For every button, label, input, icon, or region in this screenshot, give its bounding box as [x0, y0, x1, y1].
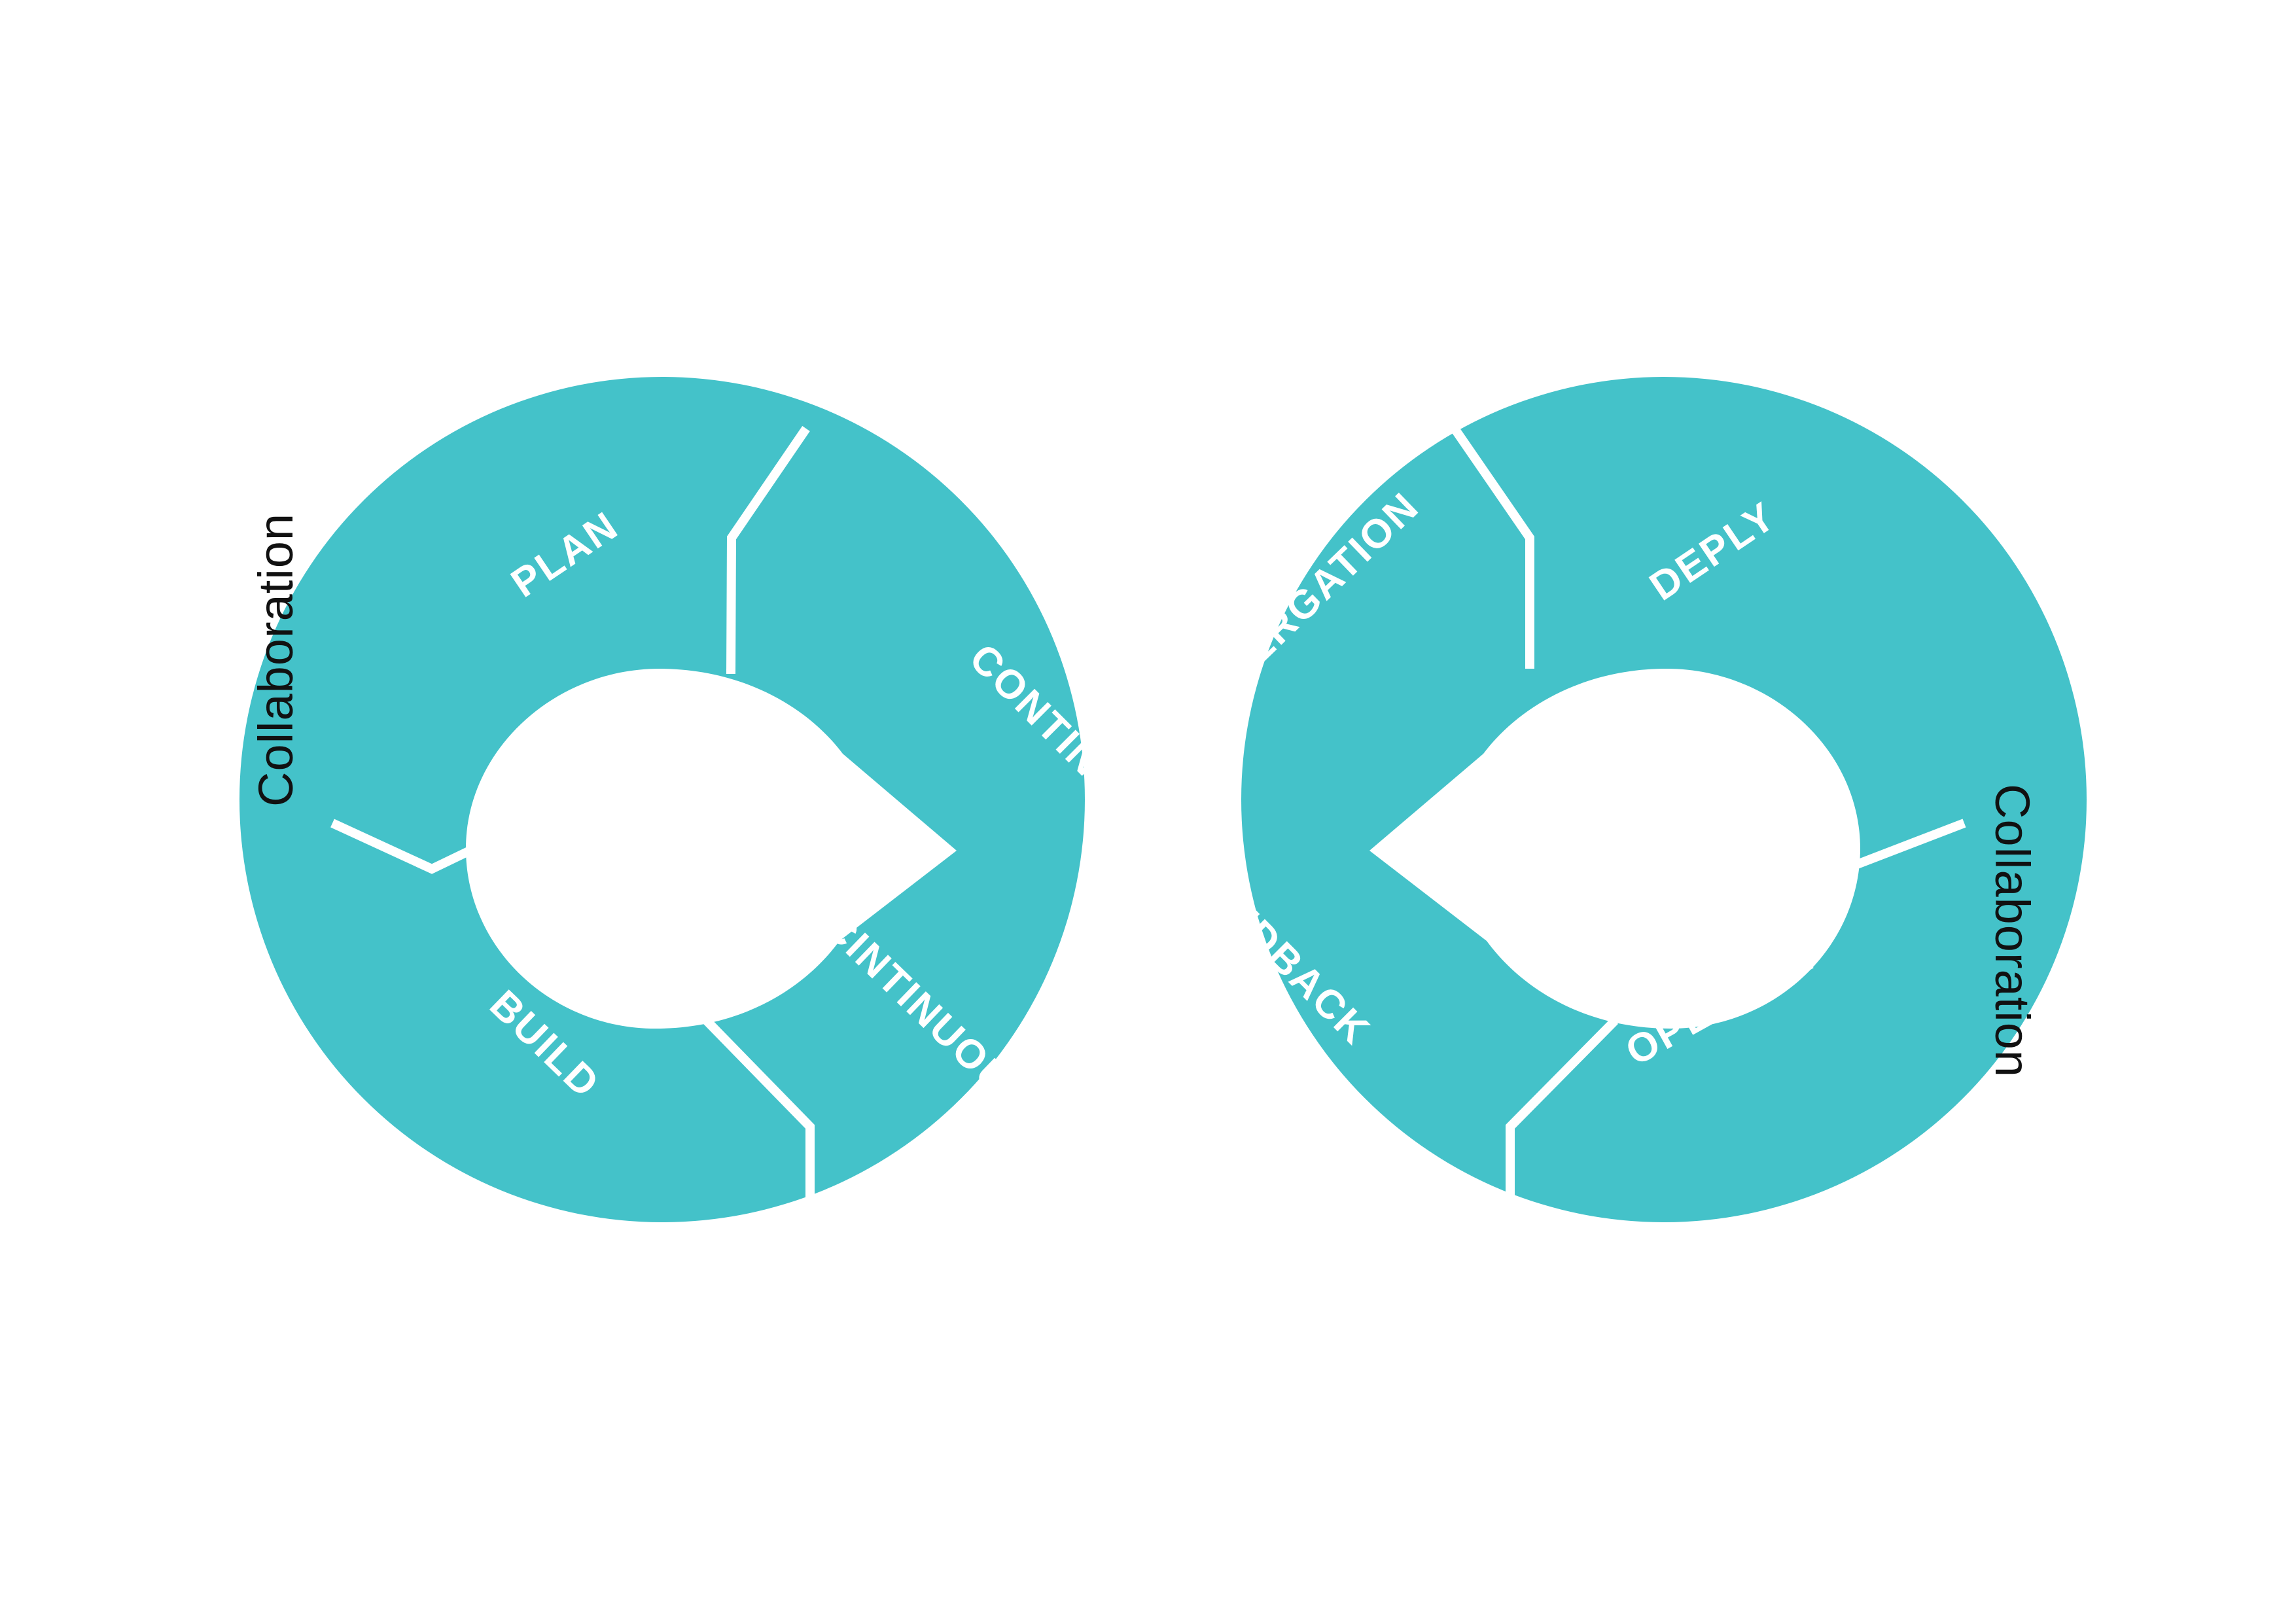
label-collaboration-left: Collaboration — [249, 513, 303, 807]
divider-build-cintinuous — [703, 1017, 815, 1216]
divider-deply-operate — [1750, 796, 1966, 874]
collaboration-labels: Collaboration Collaboration — [249, 513, 2040, 1078]
divider-operate-intergation — [1506, 1017, 1618, 1216]
divider-intergation-deply — [1451, 426, 1534, 669]
right-loop-dividers — [1451, 426, 1966, 1216]
left-loop-dividers — [330, 426, 815, 1216]
label-collaboration-right: Collaboration — [1985, 784, 2040, 1078]
divider-plan-build — [330, 795, 578, 874]
divider-plan-cintinuous — [726, 426, 810, 675]
